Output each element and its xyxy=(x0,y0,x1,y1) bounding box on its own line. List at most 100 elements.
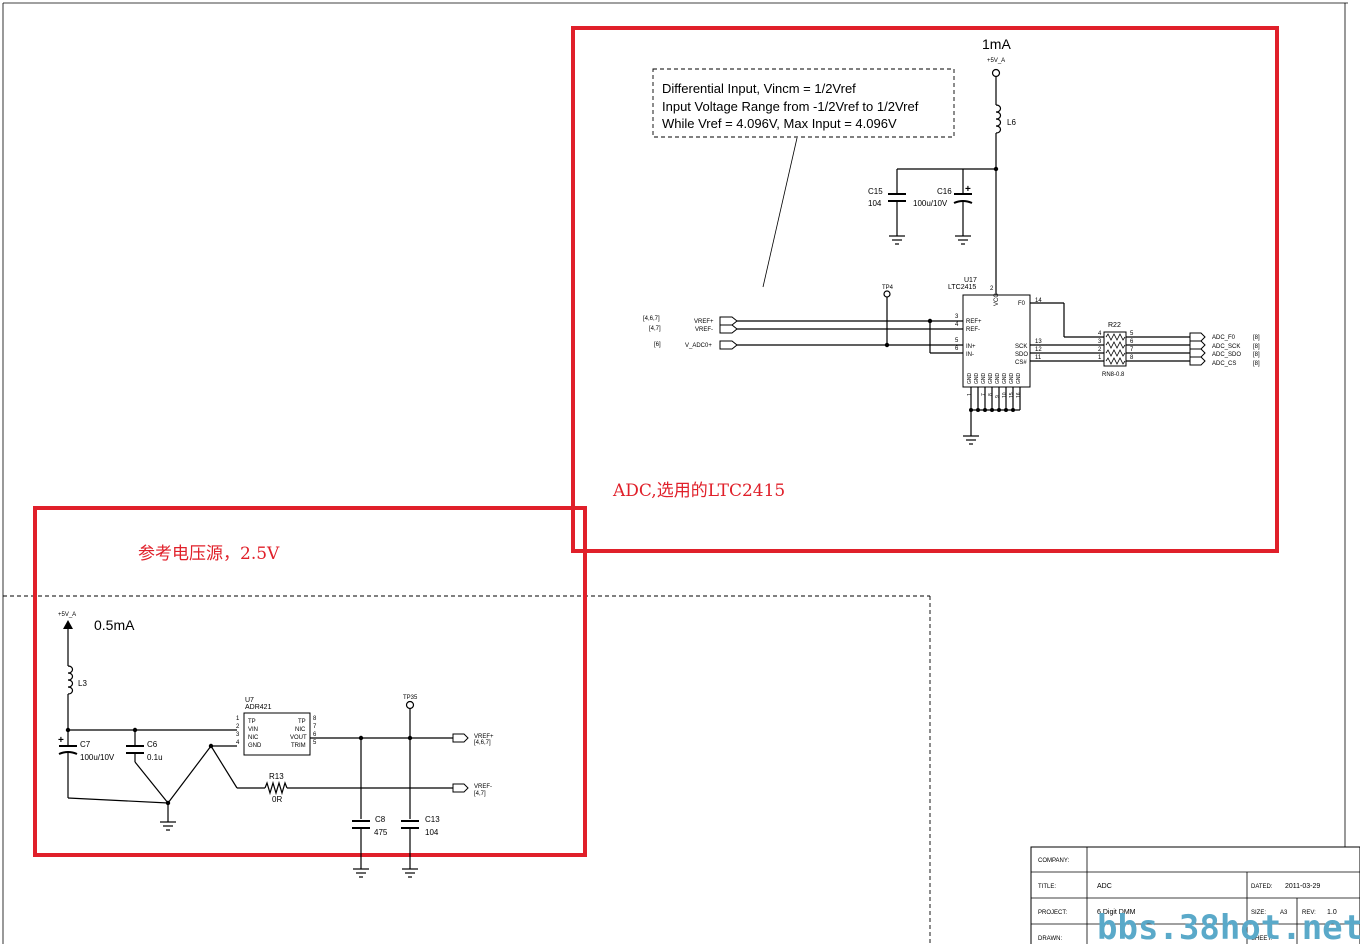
tb-dated-value: 2011-03-29 xyxy=(1285,883,1320,890)
ref-current-label: 0.5mA xyxy=(94,617,135,633)
svg-text:IN+: IN+ xyxy=(966,344,976,350)
vref-plus-port xyxy=(452,733,469,743)
c13-ref: C13 xyxy=(425,815,440,824)
vref-minus-page: [4,7] xyxy=(474,791,486,797)
svg-text:2: 2 xyxy=(1098,347,1102,353)
tp35-label: TP35 xyxy=(403,695,418,701)
inductor-l6 xyxy=(995,104,1002,134)
svg-text:[6]: [6] xyxy=(654,342,661,348)
note-line-2: Input Voltage Range from -1/2Vref to 1/2… xyxy=(662,99,919,114)
adc-input-ports: [4,6,7] VREF+ [4,7] VREF- [6] V_ADC0+ xyxy=(643,316,738,350)
c15-ref: C15 xyxy=(868,187,883,196)
r22-ref: R22 xyxy=(1108,322,1121,329)
svg-text:IN-: IN- xyxy=(966,352,974,358)
u17-part: LTC2415 xyxy=(948,284,976,291)
u7-right-pins: 8 TP 7 NIC 6 VOUT 5 TRIM xyxy=(290,716,317,749)
svg-text:NIC: NIC xyxy=(295,727,306,733)
ref-highlight-box xyxy=(33,506,587,857)
svg-text:1: 1 xyxy=(236,716,240,722)
title-block: COMPANY: TITLE: ADC DATED: 2011-03-29 PR… xyxy=(1030,846,1360,944)
r13-resistor xyxy=(264,780,288,796)
r22-network xyxy=(1103,331,1127,367)
note-box xyxy=(652,68,955,138)
svg-text:[4,7]: [4,7] xyxy=(649,326,661,332)
svg-text:7: 7 xyxy=(1130,347,1134,353)
c6-ref: C6 xyxy=(147,740,158,749)
svg-text:5: 5 xyxy=(313,740,317,746)
svg-text:5: 5 xyxy=(955,338,959,344)
vref-minus-port xyxy=(452,783,469,793)
svg-text:SDO: SDO xyxy=(1015,352,1028,358)
vref-plus-page: [4,6,7] xyxy=(474,740,491,746)
tb-project-label: PROJECT: xyxy=(1038,910,1067,916)
adc-section: 1mA +5V_A L6 Differential Input, Vincm =… xyxy=(571,26,1279,553)
svg-text:8: 8 xyxy=(988,393,994,396)
u7-ref: U7 xyxy=(245,697,254,704)
svg-text:3: 3 xyxy=(955,314,959,320)
svg-text:SCK: SCK xyxy=(1015,344,1027,350)
tb-company-label: COMPANY: xyxy=(1038,858,1070,864)
svg-text:15: 15 xyxy=(1009,392,1015,398)
svg-text:8: 8 xyxy=(1130,355,1134,361)
ref-ground-icon xyxy=(160,821,176,831)
svg-text:1: 1 xyxy=(1098,355,1102,361)
tp4-label: TP4 xyxy=(882,285,894,291)
svg-text:4: 4 xyxy=(236,740,240,746)
tb-title-value: ADC xyxy=(1097,883,1112,890)
svg-text:GND: GND xyxy=(974,373,980,385)
svg-text:6: 6 xyxy=(955,346,959,352)
svg-text:VREF-: VREF- xyxy=(695,327,713,333)
c16-value: 100u/10V xyxy=(913,199,948,208)
svg-text:REF+: REF+ xyxy=(966,319,982,325)
u7-chip xyxy=(243,712,311,756)
svg-text:GND: GND xyxy=(1002,373,1008,385)
adc-highlight-box xyxy=(571,26,1279,553)
svg-text:[8]: [8] xyxy=(1253,335,1260,341)
svg-text:4: 4 xyxy=(955,322,959,328)
svg-text:10: 10 xyxy=(1002,392,1008,398)
u17-ground-icon xyxy=(963,435,979,445)
c7-ref: C7 xyxy=(80,740,91,749)
svg-text:VIN: VIN xyxy=(248,727,258,733)
svg-text:6: 6 xyxy=(313,732,317,738)
c6-value: 0.1u xyxy=(147,753,163,762)
u17-ref: U17 xyxy=(964,277,977,284)
tp35-terminal xyxy=(405,700,415,710)
svg-text:ADC_F0: ADC_F0 xyxy=(1212,335,1236,341)
svg-text:V_ADC0+: V_ADC0+ xyxy=(685,343,712,349)
svg-text:5: 5 xyxy=(1130,331,1134,337)
note-leader xyxy=(762,137,798,288)
svg-text:3: 3 xyxy=(1098,339,1102,345)
svg-text:2: 2 xyxy=(236,724,240,730)
svg-text:11: 11 xyxy=(1035,355,1042,361)
watermark: bbs.38hot.net xyxy=(1097,908,1360,944)
adc-supply-terminal xyxy=(991,68,1001,78)
svg-text:GND: GND xyxy=(1009,373,1015,385)
svg-text:TP: TP xyxy=(248,719,256,725)
c8-ground-icon xyxy=(353,868,369,878)
r13-ref: R13 xyxy=(269,772,284,781)
svg-text:16: 16 xyxy=(1016,392,1022,398)
tb-sheet-label: SHEET: xyxy=(1251,936,1272,942)
ref-supply-arrow-icon xyxy=(63,620,73,629)
vref-minus-label: VREF- xyxy=(474,784,492,790)
tb-drawn-label: DRAWN: xyxy=(1038,936,1062,942)
c16-ground-icon xyxy=(955,235,971,245)
svg-text:ADC_SDO: ADC_SDO xyxy=(1212,352,1241,358)
c7-value: 100u/10V xyxy=(80,753,115,762)
tb-size-value: A3 xyxy=(1280,910,1288,916)
u17-gnd-pins: GND GND GND GND GND GND GND GND 1 7 8 9 … xyxy=(967,373,1022,399)
svg-text:NIC: NIC xyxy=(248,735,259,741)
svg-text:9: 9 xyxy=(995,395,1001,398)
c13-ground-icon xyxy=(402,868,418,878)
c15-ground-icon xyxy=(889,235,905,245)
svg-text:GND: GND xyxy=(988,373,994,385)
svg-text:F0: F0 xyxy=(1018,301,1026,307)
svg-text:TRIM: TRIM xyxy=(291,743,306,749)
svg-text:6: 6 xyxy=(1130,339,1134,345)
svg-text:3: 3 xyxy=(236,732,240,738)
svg-text:VREF+: VREF+ xyxy=(694,319,714,325)
tb-title-label: TITLE: xyxy=(1038,884,1056,890)
vref-plus-label: VREF+ xyxy=(474,734,494,740)
